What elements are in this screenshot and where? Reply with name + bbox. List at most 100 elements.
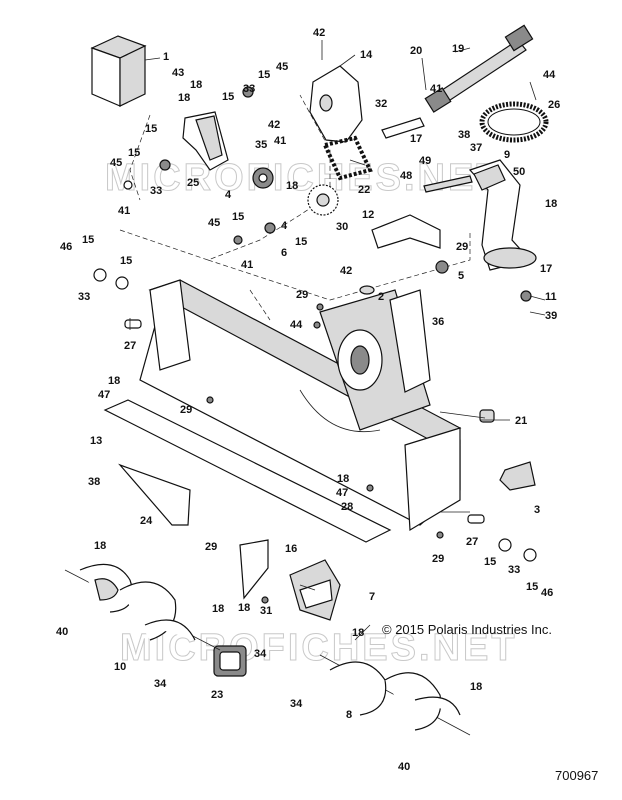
callout-2: 2 [378,291,384,303]
callout-33d: 33 [508,564,520,576]
callout-15b: 15 [222,91,234,103]
callout-12: 12 [362,209,374,221]
callout-3: 3 [534,504,540,516]
callout-33c: 33 [78,291,90,303]
part-13-scraper-bar [103,399,392,543]
part-5-bushing [435,260,449,274]
callout-18b: 18 [178,92,190,104]
callout-6: 6 [281,247,287,259]
part-10-auger-left [64,563,221,651]
callout-35: 35 [255,139,267,151]
part-19-drive-shaft [424,24,534,113]
callout-15h: 15 [120,255,132,267]
callout-18i: 18 [238,602,250,614]
callout-16: 16 [285,543,297,555]
callout-10: 10 [114,661,126,673]
callout-34a: 34 [154,678,167,690]
callout-29a: 29 [296,289,308,301]
callout-13: 13 [90,435,102,447]
callout-37: 37 [470,142,482,154]
part-48-49-lever [423,175,473,193]
callout-30: 30 [336,221,348,233]
callout-5: 5 [458,270,464,282]
callout-40b: 40 [398,761,410,773]
callout-42a: 42 [313,27,325,39]
callout-15c: 15 [145,123,157,135]
callout-42c: 42 [340,265,352,277]
callout-15f: 15 [295,236,307,248]
part-2-plug [359,285,375,295]
part-30-sprocket [307,184,339,216]
hardware-fasteners [93,86,537,604]
callout-18g: 18 [94,540,106,552]
callout-46b: 46 [541,587,553,599]
callout-15d: 15 [128,147,140,159]
top-dashed-outline [119,94,471,321]
callout-4: 4 [225,189,232,201]
callout-34b: 34 [254,648,267,660]
callout-42b: 42 [268,119,280,131]
callout-17a: 17 [410,133,422,145]
callout-38b: 38 [88,476,100,488]
callout-41b: 41 [274,135,286,147]
callout-44a: 44 [543,69,556,81]
part-3-skid-shoe [499,461,536,491]
callout-28: 28 [341,501,353,513]
part-21-bushing [479,409,495,423]
callout-45b: 45 [110,157,122,169]
part-35-sprocket [252,167,274,189]
callout-27a: 27 [124,340,136,352]
callout-7: 7 [369,591,375,603]
callout-8: 8 [346,709,352,721]
callout-25: 25 [187,177,199,189]
callout-31: 31 [260,605,272,617]
part-32-shaft [381,117,425,139]
leader-lines [129,40,546,641]
callout-15a: 15 [258,69,270,81]
callout-1: 1 [163,51,169,63]
callout-29e: 29 [432,553,444,565]
callout-32: 32 [375,98,387,110]
callout-15j: 15 [526,581,538,593]
part-16-plate [239,539,269,600]
callout-49: 49 [419,155,431,167]
part-22-chain [322,135,373,181]
callout-23: 23 [211,689,223,701]
callout-21: 21 [515,415,527,427]
part-11-bushing [520,290,532,302]
part-36-bracket [389,289,431,393]
callout-18d: 18 [545,198,557,210]
callout-14: 14 [360,49,373,61]
callout-33b: 33 [150,185,162,197]
callout-18k: 18 [470,681,482,693]
copyright-text: © 2015 Polaris Industries Inc. [382,622,552,637]
callout-47b: 47 [336,487,348,499]
callout-46a: 46 [60,241,72,253]
callout-34c: 34 [290,698,303,710]
callout-44b: 44 [290,319,303,331]
part-24-skid [118,463,191,526]
callout-38a: 38 [458,129,470,141]
callout-29c: 29 [180,404,192,416]
callout-18h: 18 [212,603,224,615]
callout-15g: 15 [82,234,94,246]
part-8-auger-right [319,654,471,736]
callout-29d: 29 [205,541,217,553]
callout-9: 9 [504,149,510,161]
callout-40a: 40 [56,626,68,638]
callout-36: 36 [432,316,444,328]
callout-18a: 18 [190,79,202,91]
callout-43: 43 [172,67,184,79]
callout-41d: 41 [241,259,253,271]
callout-15i: 15 [484,556,496,568]
callout-26: 26 [548,99,560,111]
figure-number: 700967 [555,768,598,783]
callout-47a: 47 [98,389,110,401]
callout-18f: 18 [337,473,349,485]
callout-20: 20 [410,45,422,57]
callout-41a: 41 [430,83,442,95]
callout-22: 22 [358,184,370,196]
callout-24: 24 [140,515,153,527]
callout-33a: 33 [243,83,255,95]
